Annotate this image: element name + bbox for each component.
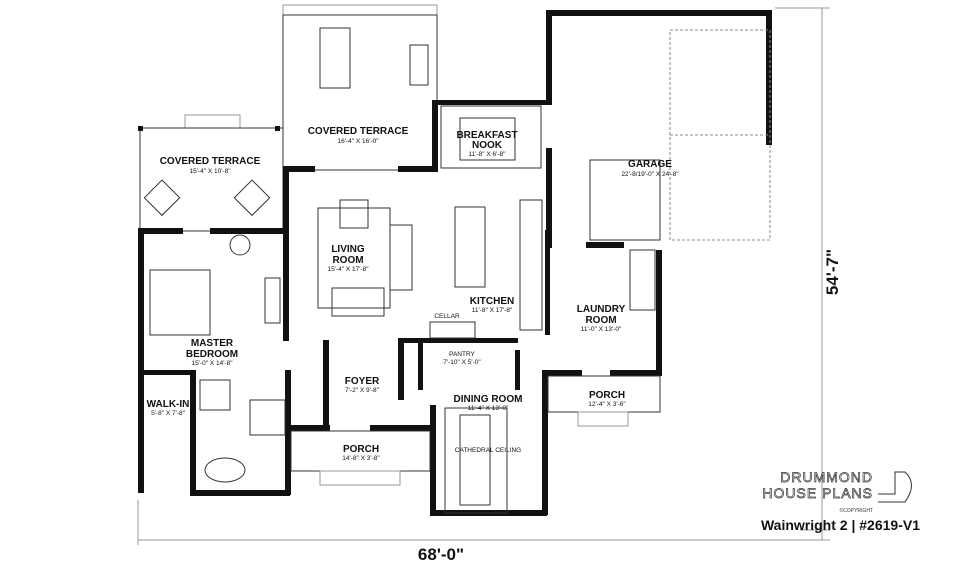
room-size: 11'-8" X 6'-8"	[469, 151, 507, 158]
room-laundry: LAUNDRY	[577, 304, 626, 315]
copyright: ©COPYRIGHT	[840, 507, 873, 514]
logo-line1: DRUMMOND	[780, 469, 873, 485]
room-size: 5'-8" X 7'-8"	[151, 410, 186, 417]
room-size: 11'-0" X 13'-0"	[581, 326, 622, 333]
room-foyer: FOYER	[345, 376, 380, 387]
room-name-line2: BEDROOM	[186, 349, 238, 360]
room-pantry: PANTRY	[449, 351, 475, 358]
room-size: 15'-0" X 14'-8"	[191, 360, 233, 367]
plan-name: Wainwright 2 | #2619-V1	[761, 517, 920, 533]
room-size: 15'-4" X 17'-8"	[327, 266, 369, 273]
room-size: 16'-4" X 16'-0"	[337, 138, 379, 145]
room-name-line2: NOOK	[472, 140, 503, 151]
room-master-bedroom: MASTER	[191, 338, 234, 349]
room-covered-terrace-left: COVERED TERRACE	[160, 156, 261, 167]
room-cellar: CELLAR	[434, 313, 460, 320]
room-dining: DINING ROOM	[454, 394, 523, 405]
width-dimension: 68'-0"	[418, 545, 464, 564]
room-size: 11'-8" X 17'-8"	[472, 307, 513, 314]
logo-line2: HOUSE PLANS	[762, 485, 873, 501]
room-size: 22'-8/19'-0" X 24'-8"	[621, 171, 679, 178]
room-size: 15'-4" X 10'-8"	[189, 168, 231, 175]
room-porch-bottom: PORCH	[343, 444, 379, 455]
drummond-logo: DRUMMOND HOUSE PLANS ©COPYRIGHT	[762, 469, 912, 514]
dimension-lines	[137, 7, 830, 545]
room-size: 14'-8" X 3'-8"	[342, 455, 380, 462]
room-living: LIVING	[331, 244, 365, 255]
cathedral-ceiling-note: CATHEDRAL CEILING	[455, 447, 521, 454]
depth-dimension: 54'-7"	[823, 249, 842, 295]
room-walk-in: WALK-IN	[147, 399, 190, 410]
room-covered-terrace-top: COVERED TERRACE	[308, 126, 409, 137]
room-size: 7'-10" X 5'-0"	[443, 359, 481, 366]
room-breakfast-nook: BREAKFAST	[456, 130, 517, 141]
room-size: 11'-4" X 13'-0"	[468, 405, 509, 412]
room-size: 12'-4" X 3'-6"	[588, 401, 626, 408]
room-size: 7'-2" X 9'-8"	[345, 387, 380, 394]
room-kitchen: KITCHEN	[470, 296, 514, 307]
room-garage: GARAGE	[628, 159, 672, 170]
room-porch-right: PORCH	[589, 390, 625, 401]
room-name-line2: ROOM	[585, 315, 616, 326]
furniture	[143, 27, 661, 514]
room-name-line2: ROOM	[332, 255, 363, 266]
